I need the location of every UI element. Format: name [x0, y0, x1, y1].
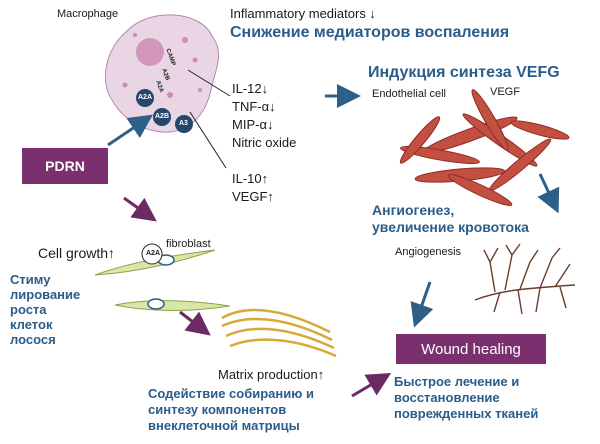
pointer-line-upregulated: [189, 111, 227, 169]
angiogenesis-label: Angiogenesis: [395, 246, 462, 258]
healing-ru-line3: поврежденных тканей: [394, 406, 539, 421]
collagen-fibers: [221, 308, 337, 358]
fibroblast-receptor-label: A2A: [146, 250, 161, 257]
circle-label-a2a: A2A: [138, 94, 153, 101]
growth-ru-line5: лосося: [10, 332, 56, 347]
arrow-pdrn-macrophage: [107, 114, 153, 147]
healing-ru-line1: Быстрое лечение и: [394, 374, 520, 389]
matrix-production-label: Matrix production↑: [218, 367, 325, 382]
receptor-a2b-circle: [153, 108, 171, 126]
fibroblast-label: fibroblast: [166, 238, 211, 250]
growth-ru-line2: лирование: [10, 287, 81, 302]
endothelial-cell-label: Endothelial cell: [372, 88, 446, 100]
macrophage-nucleus: [136, 38, 164, 66]
circle-label-a2b: A2B: [155, 113, 170, 120]
receptor-a3-circle: [175, 115, 193, 133]
matrix-ru-line2: синтезу компонентов: [148, 402, 287, 417]
arrow-matrix-wound: [351, 372, 392, 398]
cytokine-nitric-oxide: Nitric oxide: [232, 135, 297, 150]
healing-ru: Быстрое лечение и восстановление поврежд…: [394, 374, 538, 422]
growth-ru: Стиму лирование роста клеток лосося: [10, 272, 80, 347]
arrow-fibroblast-matrix: [179, 310, 211, 336]
growth-ru-line3: роста: [10, 302, 47, 317]
cytokines-list: IL-12↓ TNF-α↓ MIP-α↓ Nitric oxide: [232, 80, 296, 152]
upregulated-il10: IL-10↑: [232, 171, 269, 186]
cell-growth-label: Cell growth↑: [38, 245, 116, 261]
matrix-ru: Содействие собиранию и синтезу компонент…: [148, 386, 314, 434]
matrix-ru-line3: внеклеточной матрицы: [148, 418, 300, 433]
wound-healing-box: Wound healing: [396, 334, 546, 364]
matrix-ru-line1: Содействие собиранию и: [148, 386, 314, 401]
upregulated-list: IL-10↑ VEGF↑: [232, 170, 274, 206]
macrophage-cell: [105, 14, 220, 133]
angiogenesis-ru-line1: Ангиогенез,: [372, 202, 455, 218]
arrow-angiogenesis-wound: [410, 281, 434, 328]
pdrn-box: PDRN: [22, 148, 108, 184]
cytokine-il12: IL-12↓: [232, 81, 269, 96]
vegf-label: VEGF: [490, 86, 520, 98]
vegf-induction-ru: Индукция синтеза VEFG: [368, 64, 560, 81]
fibroblast-receptor-circle: [141, 243, 163, 265]
receptor-a2a-circle: [136, 89, 154, 107]
arrow-pdrn-fibroblast: [123, 196, 157, 222]
cytokine-mip: MIP-α↓: [232, 117, 274, 132]
arrow-endothelial-angiogenesis: [537, 173, 560, 214]
macrophage-label: Macrophage: [57, 8, 119, 20]
healing-ru-line2: восстановление: [394, 390, 500, 405]
growth-ru-line4: клеток: [10, 317, 53, 332]
angiogenesis-vessels: [474, 243, 576, 315]
growth-ru-line1: Стиму: [10, 272, 51, 287]
angiogenesis-ru: Ангиогенез, увеличение кровотока: [372, 202, 529, 236]
angiogenesis-ru-line2: увеличение кровотока: [372, 219, 529, 235]
circle-label-a3: A3: [179, 120, 188, 127]
endothelial-network: [399, 89, 570, 206]
pointer-line-cytokines: [187, 69, 231, 97]
upregulated-vegf: VEGF↑: [232, 189, 274, 204]
inflammatory-mediators-ru: Снижение медиаторов воспаления: [230, 24, 510, 41]
inflammatory-mediators-label: Inflammatory mediators ↓: [230, 6, 376, 21]
cytokine-tnf: TNF-α↓: [232, 99, 276, 114]
fibroblast-cells: [94, 249, 231, 311]
